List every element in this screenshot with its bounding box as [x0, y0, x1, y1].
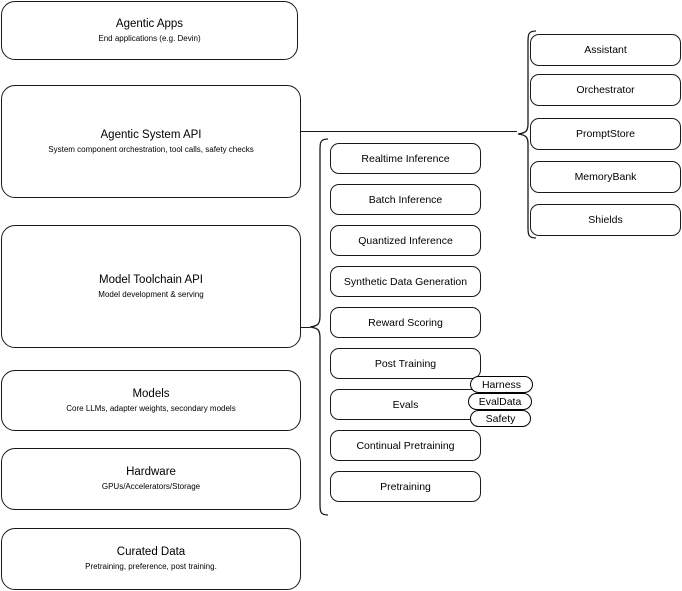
component-reward-scoring[interactable]: Reward Scoring	[330, 307, 481, 338]
component-label: Shields	[588, 214, 623, 226]
component-label: MemoryBank	[574, 171, 637, 183]
component-label: Pretraining	[380, 480, 431, 493]
component-orchestrator[interactable]: Orchestrator	[530, 74, 681, 106]
component-label: PromptStore	[576, 128, 635, 140]
layer-model-toolchain-api[interactable]: Model Toolchain API Model development & …	[1, 225, 301, 348]
component-label: Post Training	[374, 357, 437, 370]
badge-safety[interactable]: Safety	[470, 410, 531, 427]
brace-system-components	[516, 30, 538, 240]
layer-subtitle: GPUs/Accelerators/Storage	[101, 482, 201, 491]
component-shields[interactable]: Shields	[530, 204, 681, 236]
component-pretraining[interactable]: Pretraining	[330, 471, 481, 502]
layer-hardware[interactable]: Hardware GPUs/Accelerators/Storage	[1, 448, 301, 510]
layer-agentic-apps[interactable]: Agentic Apps End applications (e.g. Devi…	[1, 1, 298, 60]
component-label: Realtime Inference	[361, 152, 450, 165]
component-evals[interactable]: Evals	[330, 389, 481, 420]
component-continual-pretraining[interactable]: Continual Pretraining	[330, 430, 481, 461]
component-batch-inference[interactable]: Batch Inference	[330, 184, 481, 215]
component-memorybank[interactable]: MemoryBank	[530, 161, 681, 193]
brace-toolchain	[308, 138, 330, 516]
component-label: Reward Scoring	[368, 316, 443, 329]
layer-models[interactable]: Models Core LLMs, adapter weights, secon…	[1, 370, 301, 431]
badge-evaldata[interactable]: EvalData	[468, 393, 532, 410]
layer-subtitle: System component orchestration, tool cal…	[48, 144, 254, 154]
component-synthetic-data-generation[interactable]: Synthetic Data Generation	[330, 266, 481, 297]
component-promptstore[interactable]: PromptStore	[530, 118, 681, 150]
component-post-training[interactable]: Post Training	[330, 348, 481, 379]
component-realtime-inference[interactable]: Realtime Inference	[330, 143, 481, 174]
layer-title: Model Toolchain API	[99, 273, 203, 286]
badge-label: Safety	[485, 412, 516, 425]
layer-subtitle: End applications (e.g. Devin)	[98, 33, 201, 43]
layer-subtitle: Pretraining, preference, post training.	[85, 562, 217, 571]
badge-harness[interactable]: Harness	[470, 376, 533, 393]
component-label: Orchestrator	[576, 84, 635, 96]
component-label: Continual Pretraining	[356, 439, 455, 452]
component-label: Synthetic Data Generation	[343, 275, 468, 288]
component-label: Batch Inference	[368, 193, 443, 206]
layer-title: Agentic Apps	[115, 17, 184, 30]
component-quantized-inference[interactable]: Quantized Inference	[330, 225, 481, 256]
layer-subtitle: Model development & serving	[98, 289, 204, 299]
layer-curated-data[interactable]: Curated Data Pretraining, preference, po…	[1, 528, 301, 590]
layer-subtitle: Core LLMs, adapter weights, secondary mo…	[66, 403, 236, 413]
layer-title: Models	[132, 387, 170, 400]
connector-system-api-to-components	[301, 131, 517, 133]
layer-title: Curated Data	[116, 546, 186, 558]
component-label: Evals	[392, 398, 419, 411]
badge-label: Harness	[481, 378, 522, 391]
badge-label: EvalData	[478, 395, 522, 408]
layer-title: Agentic System API	[100, 128, 202, 141]
component-label: Assistant	[584, 44, 627, 56]
component-assistant[interactable]: Assistant	[530, 34, 681, 66]
connector-toolchain-brace-tip	[301, 326, 310, 328]
layer-agentic-system-api[interactable]: Agentic System API System component orch…	[1, 85, 301, 198]
layer-title: Hardware	[126, 466, 176, 478]
component-label: Quantized Inference	[358, 234, 453, 247]
